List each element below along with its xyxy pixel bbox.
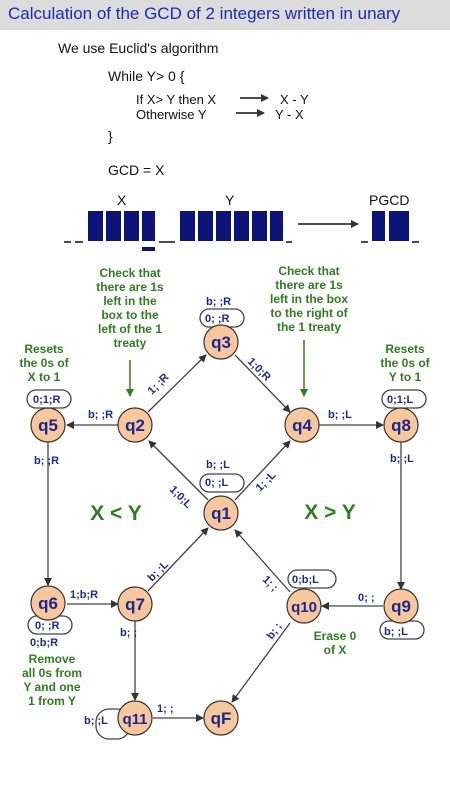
note-q4-line-2: there are 1s <box>275 278 343 292</box>
title-bar: Calculation of the GCD of 2 integers wri… <box>0 0 450 30</box>
region-x-lt-y: X < Y <box>90 502 142 525</box>
note-q8-line-1: Resets <box>385 342 425 356</box>
note-q4-line-5: the 1 treaty <box>277 320 341 334</box>
note-q8-line-2: the 0s of <box>380 356 430 370</box>
note-q6-line-3: Y and one <box>23 680 80 694</box>
state-q4-circle <box>284 407 320 443</box>
if-condition: If X> Y then X <box>136 92 217 107</box>
label-q10-self: 0;b;L <box>292 574 319 586</box>
region-x-gt-y: X > Y <box>304 501 356 524</box>
note-q2-line-3: left in the <box>103 294 157 308</box>
label-q1-self-b: 0; ;L <box>205 477 229 489</box>
note-q5-line-2: the 0s of <box>19 356 69 370</box>
edge-q1-q4 <box>234 440 291 501</box>
state-q3-circle <box>203 324 239 360</box>
label-q2-q5: b; ;R <box>88 409 113 421</box>
label-q5-q6: b; ;R <box>34 455 59 467</box>
label-q11-self: b; ;L <box>84 715 108 727</box>
state-q7-label: q7 <box>125 595 145 614</box>
note-q6-line-4: 1 from Y <box>28 694 76 708</box>
state-q8-circle <box>383 407 419 443</box>
note-q4-line-1: Check that <box>278 264 339 278</box>
note-q6-line-2: all 0s from <box>22 666 82 680</box>
label-q3-self-a: b; ;R <box>206 296 231 308</box>
state-qF-label: qF <box>211 709 232 728</box>
label-q11-qF: 1; ; <box>157 703 174 715</box>
note-q2-line-1: Check that <box>99 266 160 280</box>
label-q6-below: 0;b;R <box>30 637 58 649</box>
label-q5-self: 0;1;R <box>33 394 61 406</box>
label-q1-q2: 1;0;L <box>167 484 194 511</box>
state-q6-label: q6 <box>38 594 58 613</box>
label-q10-qF: b; ; <box>265 621 285 642</box>
state-q10-label: q10 <box>291 599 317 616</box>
page-title: Calculation of the GCD of 2 integers wri… <box>8 4 401 23</box>
label-q4-q8: b; ;L <box>328 409 352 421</box>
note-q2-line-2: there are 1s <box>96 280 164 294</box>
label-q7-q11: b; ; <box>120 627 137 639</box>
state-q9-label: q9 <box>391 597 411 616</box>
tape-x-cells <box>88 211 155 251</box>
state-q5-label: q5 <box>38 416 58 435</box>
else-result: Y - X <box>275 107 304 122</box>
note-q10-line-2: of X <box>324 643 347 657</box>
note-q2-line-5: left of the 1 <box>98 322 162 336</box>
state-q8-label: q8 <box>391 416 411 435</box>
state-q1-label: q1 <box>211 504 231 523</box>
note-q8-line-3: Y to 1 <box>389 370 422 384</box>
state-q2-label: q2 <box>125 416 145 435</box>
state-q5-circle <box>30 407 66 443</box>
note-q5-line-3: X to 1 <box>28 370 61 384</box>
label-q1-q4: 1; ;L <box>254 469 279 494</box>
label-q9-q10: 0; ; <box>358 592 375 604</box>
edge-q3-q4 <box>234 354 291 413</box>
label-q8-q9: b; ;L <box>390 453 414 465</box>
tape-y-label: Y <box>225 192 235 208</box>
while-line: While Y> 0 { <box>108 68 185 84</box>
state-q11-label: q11 <box>122 711 147 728</box>
state-q10-circle <box>286 588 322 624</box>
tape-x-label: X <box>117 192 127 208</box>
edge-q10-q1 <box>234 529 291 593</box>
state-q2-circle <box>117 407 153 443</box>
tape-result-cells <box>372 211 409 241</box>
state-q6-circle <box>30 585 66 621</box>
edge-q10-qF <box>231 622 291 703</box>
edge-q1-q2 <box>148 440 209 501</box>
label-q6-q7: 1;b;R <box>70 589 98 601</box>
note-q2-line-6: treaty <box>114 336 147 350</box>
note-q10-line-1: Erase 0 <box>314 629 357 643</box>
while-close: } <box>108 128 113 144</box>
label-q8-self: 0;1;L <box>387 394 414 406</box>
state-q1-circle <box>203 495 239 531</box>
edge-q2-q3 <box>147 354 207 413</box>
state-q7-circle <box>117 586 153 622</box>
label-q6-self: 0; ;R <box>35 620 60 632</box>
loop-q1-self <box>199 473 245 493</box>
state-q4-label: q4 <box>292 416 312 435</box>
note-q4-line-4: to the right of <box>270 306 348 320</box>
tape-y-cells <box>180 211 283 241</box>
state-q3-label: q3 <box>211 333 231 352</box>
else-condition: Otherwise Y <box>136 107 207 122</box>
state-qF-circle <box>203 700 239 736</box>
state-q11-circle <box>117 700 153 736</box>
loop-q10-self <box>287 569 337 589</box>
result-line: GCD = X <box>108 162 165 178</box>
note-q5-line-1: Resets <box>24 342 64 356</box>
note-q6-line-1: Remove <box>29 652 76 666</box>
note-q2-line-4: box to the <box>101 308 159 322</box>
tape-result-label: PGCD <box>369 192 409 208</box>
state-q9-circle <box>383 588 419 624</box>
if-result: X - Y <box>280 92 309 107</box>
label-q9-self: b; ;L <box>384 626 408 638</box>
label-q3-self-b: 0; ;R <box>205 313 230 325</box>
algorithm-intro: We use Euclid's algorithm <box>58 40 219 56</box>
label-q1-self-a: b; ;L <box>206 459 230 471</box>
note-q4-line-3: left in the box <box>270 292 348 306</box>
edge-q7-q1 <box>147 527 209 592</box>
